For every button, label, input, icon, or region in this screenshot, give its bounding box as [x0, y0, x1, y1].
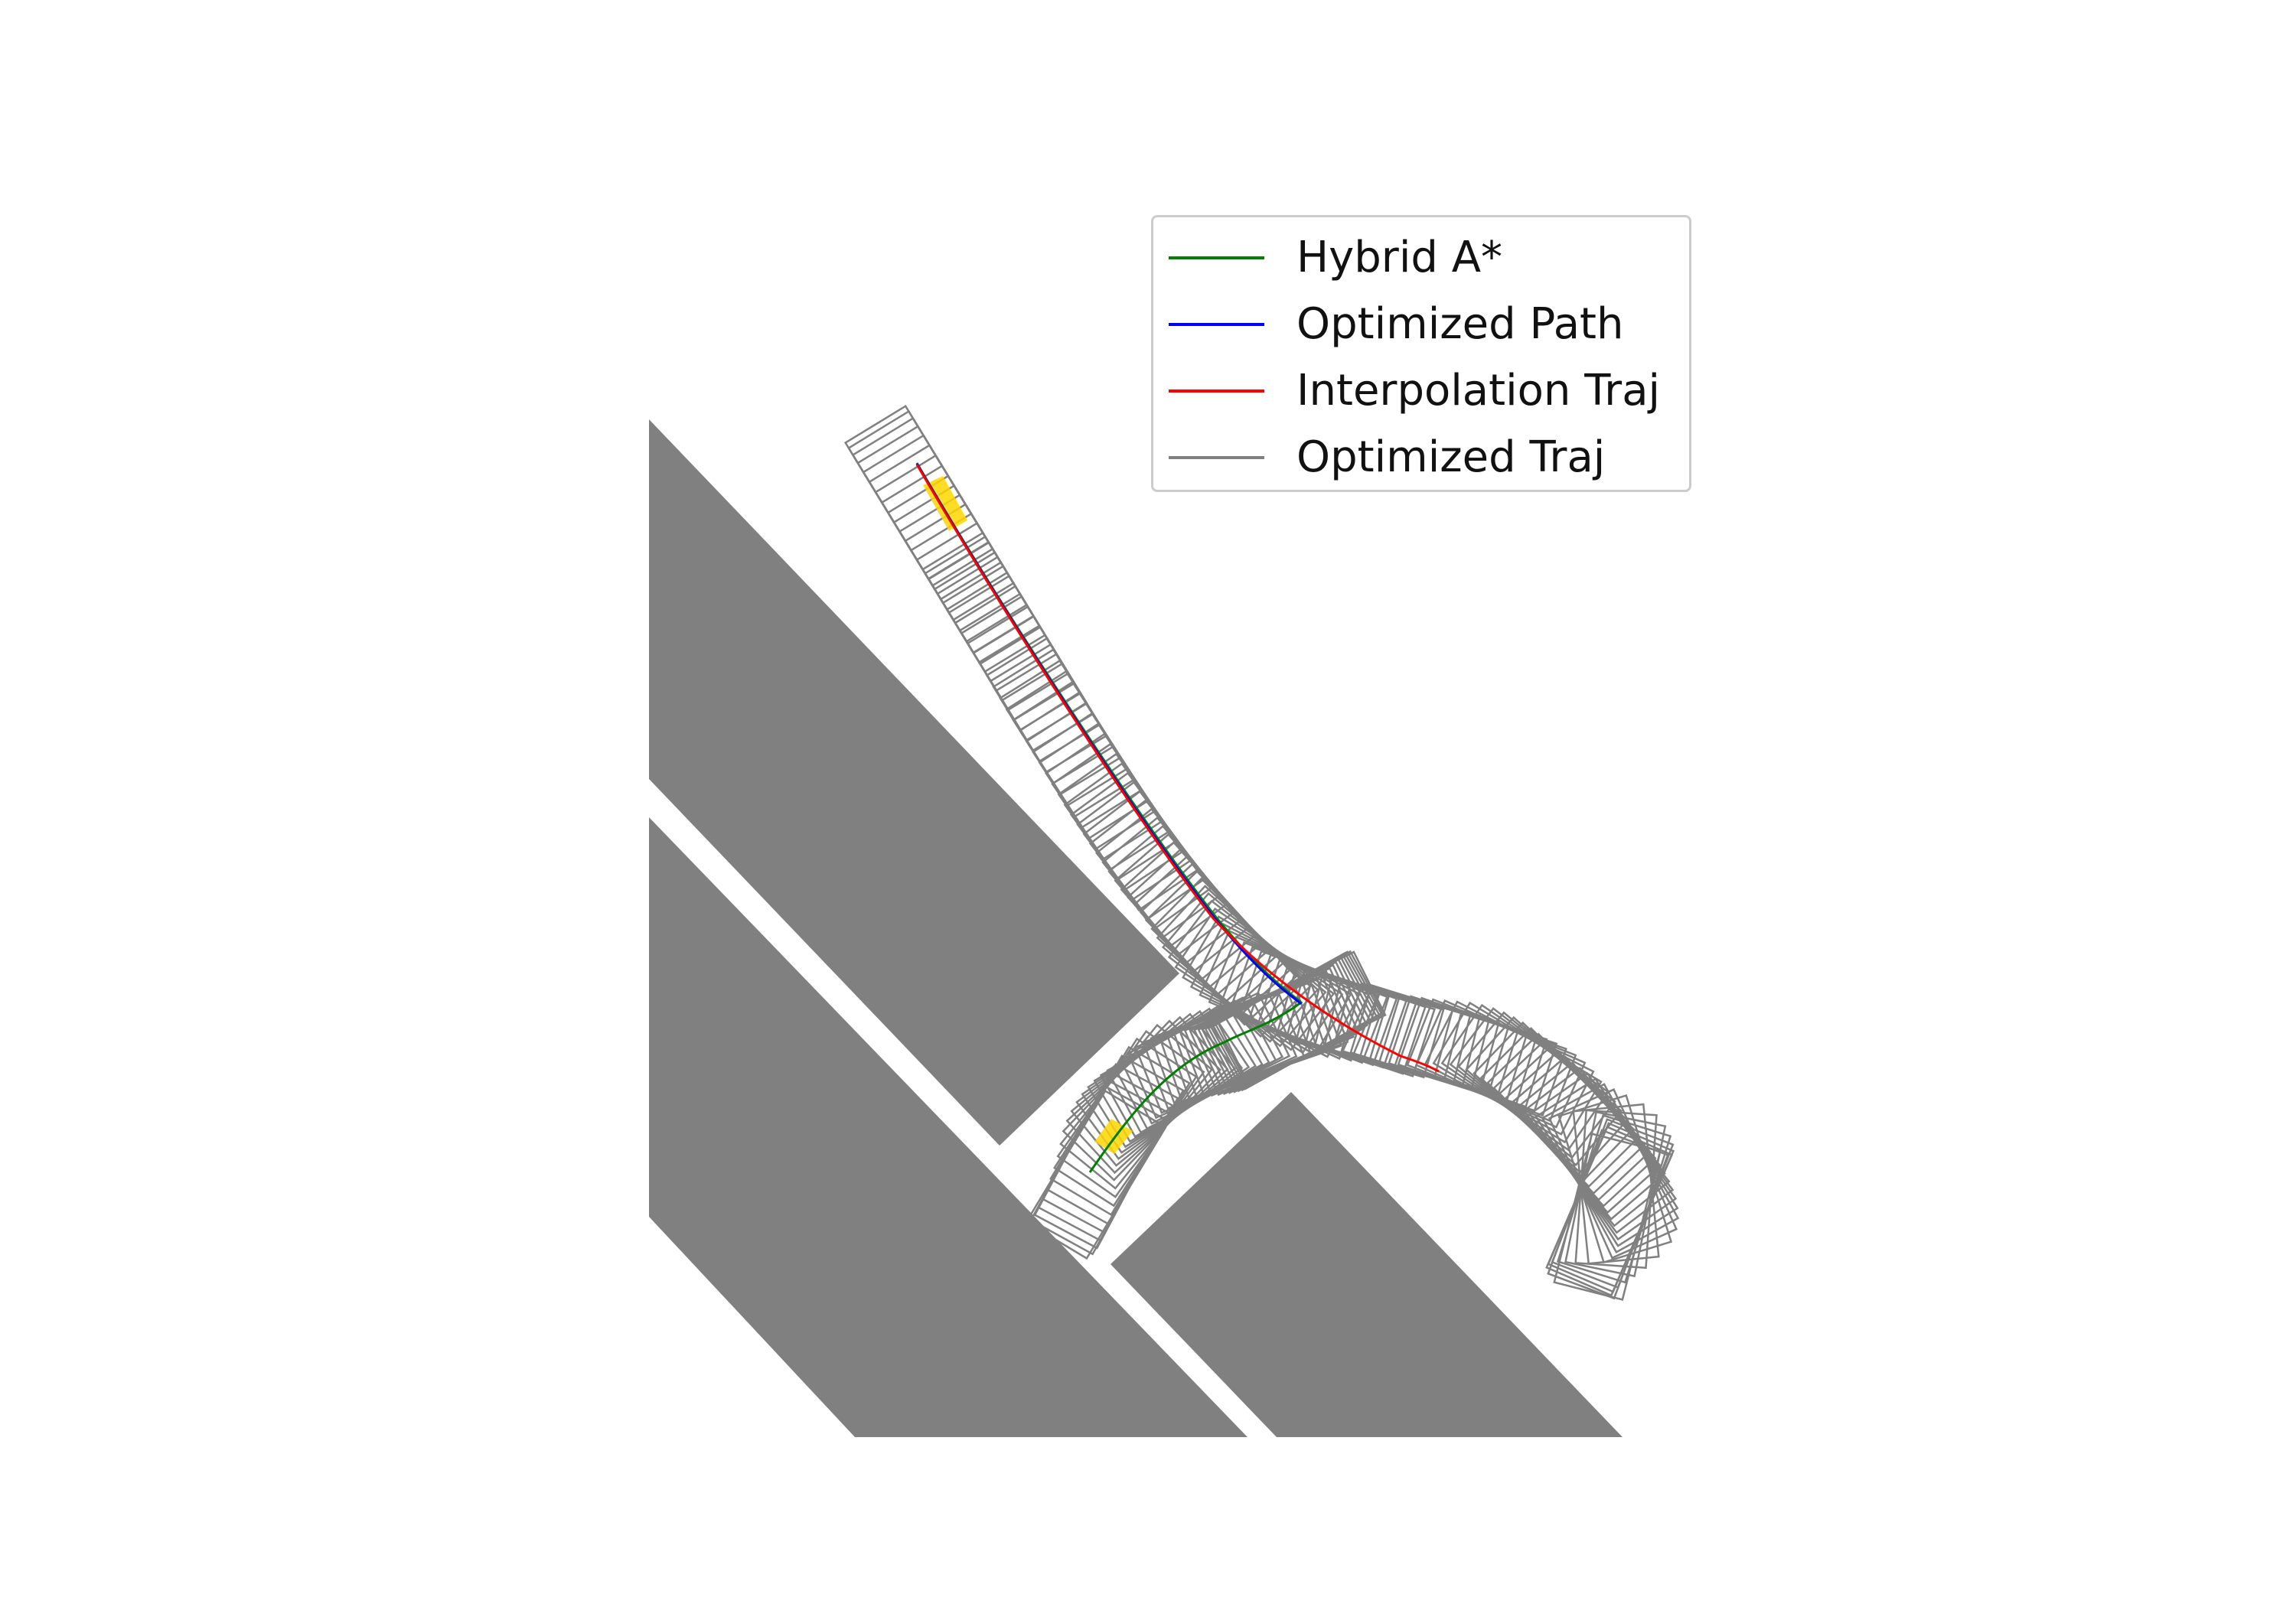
optimized-traj-footprint: [1557, 1094, 1673, 1264]
optimized-traj-footprint: [1167, 899, 1336, 1051]
obstacle-lower-right: [1110, 1092, 1623, 1437]
optimized-traj-footprint: [1178, 974, 1349, 1097]
legend-label-3: Optimized Traj: [1296, 432, 1606, 482]
optimized-traj-footprint: [1127, 990, 1298, 1120]
legend-item-2: Interpolation Traj: [1169, 358, 1660, 424]
optimized-traj-footprint: [1005, 670, 1150, 840]
optimized-traj-footprint: [1553, 1133, 1662, 1301]
legend-line-3: [1169, 456, 1264, 459]
optimized-traj-footprint: [1449, 1007, 1616, 1159]
optimized-traj-footprint: [1564, 1110, 1667, 1278]
optimized-traj-footprint: [1432, 1001, 1603, 1144]
optimized-traj-footprint: [921, 531, 1064, 702]
legend-line-1: [1169, 323, 1264, 326]
paths: [915, 462, 1440, 1173]
optimized-traj-footprint: [915, 521, 1058, 693]
optimized-traj-footprints: [843, 404, 1680, 1301]
legend-item-3: Optimized Traj: [1169, 425, 1605, 491]
optimized-traj-footprint: [1062, 1019, 1222, 1182]
optimized-traj-footprint: [1528, 1072, 1678, 1241]
optimized-traj-footprint: [1397, 996, 1567, 1117]
optimized-traj-footprint: [874, 454, 1017, 624]
legend-label-2: Interpolation Traj: [1296, 366, 1661, 416]
optimized-traj-footprint: [1572, 1103, 1660, 1265]
optimized-traj-footprint: [1033, 1078, 1171, 1250]
optimized-traj-footprint: [851, 416, 994, 587]
obstacle-upper-left: [649, 419, 1179, 1146]
optimized-traj-footprint: [898, 494, 1041, 664]
optimized-traj-footprint: [1161, 892, 1327, 1048]
legend-label-1: Optimized Path: [1296, 299, 1624, 349]
optimized-traj-footprint: [904, 503, 1047, 673]
optimized-traj-footprint: [1548, 1088, 1678, 1260]
obstacle-lower-left: [649, 817, 1247, 1437]
legend-item-1: Optimized Path: [1169, 292, 1623, 357]
optimized-traj-footprint: [1541, 1083, 1680, 1253]
optimized-traj-footprint: [1556, 1113, 1672, 1284]
obstacles: [649, 419, 1623, 1437]
optimized-traj-footprint: [1545, 1126, 1674, 1297]
interpolation-traj-path: [915, 464, 1440, 1073]
optimized-traj-footprint: [1215, 950, 1387, 1085]
legend-label-0: Hybrid A*: [1296, 233, 1503, 282]
optimized-traj-footprint: [1150, 877, 1312, 1038]
optimized-traj-footprint: [1113, 993, 1284, 1130]
optimized-traj-footprint: [1534, 1077, 1679, 1247]
optimized-traj-footprint: [856, 425, 1000, 595]
optimized-traj-footprint: [1081, 1007, 1251, 1154]
legend-line-0: [1169, 256, 1264, 259]
start-vehicle-marker: [923, 476, 967, 531]
optimized-traj-footprint: [880, 464, 1023, 635]
optimized-traj-footprint: [1574, 1109, 1658, 1270]
optimized-traj-footprint: [1414, 999, 1587, 1129]
optimized-traj-footprint: [1199, 929, 1370, 1060]
optimized-traj-footprint: [1119, 991, 1291, 1125]
optimized-traj-footprint: [868, 444, 1011, 614]
optimized-traj-footprint: [1547, 1129, 1669, 1300]
optimized-traj-footprint: [1424, 1000, 1595, 1136]
optimized-traj-footprint: [1059, 1023, 1214, 1190]
optimized-traj-footprint: [1070, 1012, 1237, 1167]
optimized-traj-footprint: [1056, 1029, 1205, 1198]
optimized-traj-footprint: [862, 434, 1005, 605]
legend-line-2: [1169, 390, 1264, 393]
legend-item-0: Hybrid A*: [1169, 225, 1502, 291]
